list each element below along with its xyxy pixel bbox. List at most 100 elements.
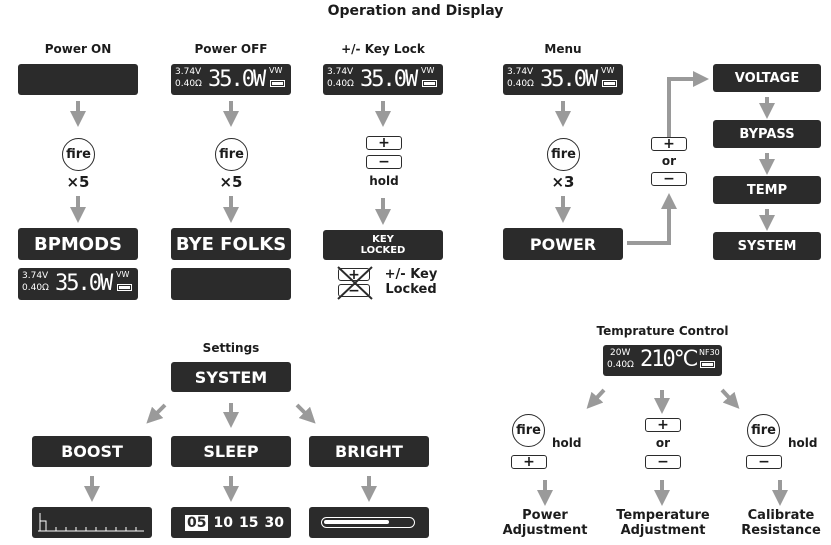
bye-folks-screen: BYE FOLKS <box>171 228 291 260</box>
locked-keys-icon: + − <box>336 266 374 300</box>
hold-label: hold <box>552 436 582 450</box>
or-label: or <box>661 154 677 168</box>
wattage-reading: 35.0W <box>540 67 598 92</box>
hold-label: hold <box>369 174 399 188</box>
boost-graph <box>32 507 152 538</box>
temp-display: 20W 0.40Ω 210℃ NF30 <box>603 345 722 376</box>
sleep-values: 05 10 15 30 <box>171 507 291 538</box>
battery-icon <box>700 361 715 368</box>
arrow-diag <box>720 388 740 409</box>
or-label: or <box>655 436 671 450</box>
resistance-reading: 0.40Ω <box>175 79 202 89</box>
sleep-value[interactable]: 15 <box>238 514 259 531</box>
key-locked-line2: LOCKED <box>360 245 406 256</box>
key-locked-note-line1: +/- Key <box>384 267 438 282</box>
press-count: ×3 <box>551 173 575 191</box>
plus-key[interactable]: + <box>511 455 547 469</box>
wattage-reading: 35.0W <box>55 271 113 296</box>
fire-button[interactable]: fire <box>547 138 580 171</box>
battery-icon <box>270 80 285 87</box>
resistance-reading: 0.40Ω <box>327 79 354 89</box>
settings-heading: Settings <box>202 341 260 355</box>
label-line1: Calibrate <box>747 508 815 523</box>
label-line2: Adjustment <box>620 523 706 538</box>
key-locked-screen: KEY LOCKED <box>323 230 443 260</box>
main-display: 3.74V 0.40Ω 35.0W VW <box>323 64 443 95</box>
battery-icon <box>117 284 132 291</box>
mode-label: VW <box>601 66 615 75</box>
resistance-reading: 0.40Ω <box>507 79 534 89</box>
sleep-option[interactable]: SLEEP <box>171 436 291 467</box>
plus-key[interactable]: + <box>651 137 687 151</box>
battery-icon <box>602 80 617 87</box>
menu-item-temp[interactable]: TEMP <box>713 176 821 204</box>
press-count: ×5 <box>66 173 90 191</box>
voltage-reading: 3.74V <box>327 67 354 77</box>
plus-key[interactable]: + <box>645 418 681 432</box>
boost-option[interactable]: BOOST <box>32 436 152 467</box>
voltage-reading: 3.74V <box>507 67 534 77</box>
resistance-reading: 0.40Ω <box>607 360 634 370</box>
main-display: 3.74V 0.40Ω 35.0W VW <box>171 64 291 95</box>
minus-key[interactable]: − <box>645 455 681 469</box>
menu-item-system[interactable]: SYSTEM <box>713 232 821 260</box>
fire-button[interactable]: fire <box>747 414 780 447</box>
blank-screen <box>171 268 291 300</box>
fire-button[interactable]: fire <box>215 138 248 171</box>
menu-item-bypass[interactable]: BYPASS <box>713 120 821 148</box>
cross-icon <box>337 266 373 300</box>
key-lock-heading: +/- Key Lock <box>341 42 425 56</box>
mode-label: VW <box>269 66 283 75</box>
mode-label: NF30 <box>699 348 720 357</box>
press-count: ×5 <box>219 173 243 191</box>
brightness-bar[interactable] <box>321 517 415 528</box>
wattage-reading: 35.0W <box>208 67 266 92</box>
arrow-connector <box>627 193 677 245</box>
menu-item-voltage[interactable]: VOLTAGE <box>713 64 821 92</box>
menu-heading: Menu <box>544 42 582 56</box>
power-on-heading: Power ON <box>44 42 112 56</box>
label-line1: Temperature <box>616 508 710 523</box>
voltage-reading: 3.74V <box>22 271 49 281</box>
minus-key[interactable]: − <box>746 455 782 469</box>
power-screen: POWER <box>503 228 623 260</box>
power-off-heading: Power OFF <box>194 42 268 56</box>
brightness-display <box>309 507 429 538</box>
sleep-value-selected[interactable]: 05 <box>185 514 209 531</box>
calibrate-resistance-label: Calibrate Resistance <box>735 508 827 538</box>
power-reading: 20W <box>610 348 631 358</box>
main-display: 3.74V 0.40Ω 35.0W VW <box>18 268 138 300</box>
mode-label: VW <box>421 66 435 75</box>
system-screen: SYSTEM <box>171 362 291 392</box>
temperature-adjustment-label: Temperature Adjustment <box>608 508 718 538</box>
voltage-reading: 3.74V <box>175 67 202 77</box>
label-line2: Resistance <box>741 523 821 538</box>
bright-option[interactable]: BRIGHT <box>309 436 429 467</box>
plus-key[interactable]: + <box>366 136 402 150</box>
key-locked-line1: KEY <box>372 234 394 245</box>
sleep-value[interactable]: 10 <box>213 514 233 531</box>
power-adjustment-label: Power Adjustment <box>495 508 595 538</box>
bpmods-screen: BPMODS <box>18 228 138 260</box>
minus-key[interactable]: − <box>651 172 687 186</box>
label-line1: Power <box>522 508 568 523</box>
page-title: Operation and Display <box>327 3 504 19</box>
blank-screen <box>18 64 138 95</box>
arrow-diag <box>586 388 606 409</box>
arrow-diag <box>146 403 167 424</box>
minus-key[interactable]: − <box>366 155 402 169</box>
boost-curve-icon <box>38 513 144 532</box>
arrow-diag <box>295 403 316 424</box>
temp-control-heading: Temprature Control <box>596 324 729 338</box>
key-locked-note: +/- Key Locked <box>380 267 442 297</box>
arrow-connector <box>667 71 709 138</box>
fire-button[interactable]: fire <box>512 414 545 447</box>
battery-icon <box>422 80 437 87</box>
brightness-fill <box>324 520 389 524</box>
wattage-reading: 35.0W <box>360 67 418 92</box>
fire-button[interactable]: fire <box>62 138 95 171</box>
key-locked-note-line2: Locked <box>385 282 437 297</box>
main-display: 3.74V 0.40Ω 35.0W VW <box>503 64 623 95</box>
sleep-value[interactable]: 30 <box>264 514 284 531</box>
